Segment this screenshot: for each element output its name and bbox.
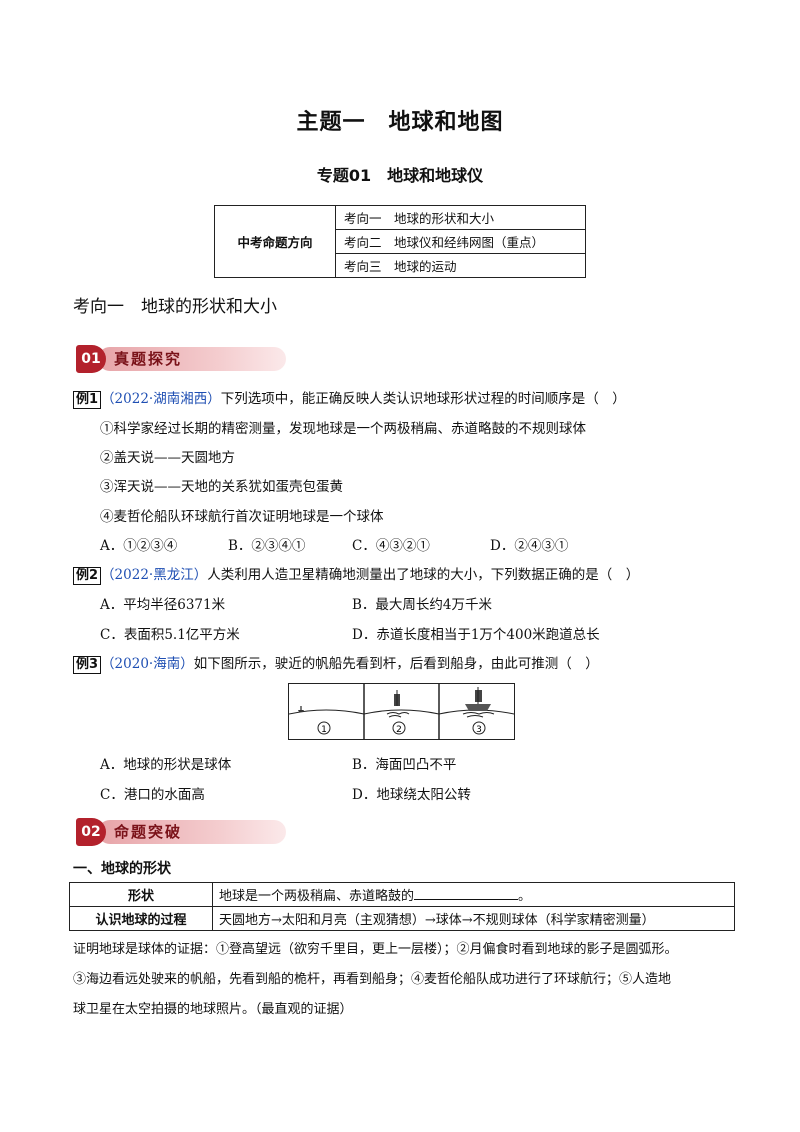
subsection-heading: 一、地球的形状: [73, 861, 171, 877]
option-a: A．地球的形状是球体: [100, 757, 232, 773]
fill-blank[interactable]: [414, 887, 519, 900]
badge-bar: [98, 820, 286, 844]
svg-text:1: 1: [321, 725, 327, 735]
option-b: B．②③④①: [228, 538, 306, 554]
example-source: （2022·湖南湘西）: [101, 391, 221, 407]
direction-row: 考向二 地球仪和经纬网图（重点）: [335, 229, 586, 254]
direction-row: 考向三 地球的运动: [335, 253, 586, 278]
table-key: 认识地球的过程: [69, 906, 213, 931]
example-tag: 例3: [73, 656, 102, 674]
ship-full-icon: [462, 687, 495, 718]
direction-table: 中考命题方向 考向一 地球的形状和大小 考向二 地球仪和经纬网图（重点） 考向三…: [214, 205, 586, 278]
section-badge-2: 02 命题突破: [76, 818, 288, 846]
option-a: A．①②③④: [100, 538, 178, 554]
option-c: C．港口的水面高: [100, 787, 205, 803]
ship-figure: 1 2 3: [288, 683, 515, 740]
statement-item: ①科学家经过长期的精密测量，发现地球是一个两极稍扁、赤道略鼓的不规则球体: [100, 421, 586, 437]
example-2-stem: 例2（2022·黑龙江）人类利用人造卫星精确地测量出了地球的大小，下列数据正确的…: [73, 563, 639, 585]
statement-item: ②盖天说——天圆地方: [100, 450, 235, 466]
example-tag: 例1: [73, 391, 102, 409]
table-value-end: 。: [518, 889, 532, 904]
direction-head: 中考命题方向: [214, 205, 336, 278]
evidence-line: 球卫星在太空拍摄的地球照片。（最直观的证据）: [73, 1002, 353, 1017]
table-row: 认识地球的过程 天圆地方→太阳和月亮（主观猜想）→球体→不规则球体（科学家精密测…: [69, 906, 735, 931]
direction-row: 考向一 地球的形状和大小: [335, 205, 586, 230]
table-row: 形状 地球是一个两极稍扁、赤道略鼓的 。: [69, 882, 735, 907]
example-source: （2020·海南）: [101, 656, 194, 672]
badge-text: 真题探究: [114, 350, 183, 368]
svg-text:3: 3: [476, 725, 482, 735]
section-badge-1: 01 真题探究: [76, 345, 288, 373]
figure-label-2: 2: [392, 721, 406, 735]
table-key: 形状: [69, 882, 213, 907]
table-value-text: 地球是一个两极稍扁、赤道略鼓的: [219, 889, 415, 904]
option-d: D．地球绕太阳公转: [352, 787, 471, 803]
page-title: 主题一 地球和地图: [296, 110, 504, 135]
example-question: 下列选项中，能正确反映人类认识地球形状过程的时间顺序是（ ）: [220, 391, 626, 407]
ship-figure-svg: 1 2 3: [288, 684, 515, 739]
badge-number: 02: [76, 818, 106, 846]
option-a: A．平均半径6371米: [100, 597, 226, 613]
table-value: 地球是一个两极稍扁、赤道略鼓的 。: [212, 882, 735, 907]
ship-sail-icon: [386, 690, 410, 718]
option-d: D．②④③①: [490, 538, 569, 554]
svg-text:2: 2: [396, 725, 402, 735]
ship-mast-icon: [298, 706, 304, 712]
example-question: 人类利用人造卫星精确地测量出了地球的大小，下列数据正确的是（ ）: [207, 567, 640, 583]
figure-label-3: 3: [472, 721, 486, 735]
shape-info-table: 形状 地球是一个两极稍扁、赤道略鼓的 。 认识地球的过程 天圆地方→太阳和月亮（主…: [69, 882, 735, 931]
statement-item: ④麦哲伦船队环球航行首次证明地球是一个球体: [100, 509, 384, 525]
example-source: （2022·黑龙江）: [101, 567, 208, 583]
example-tag: 例2: [73, 567, 102, 585]
example-1-stem: 例1（2022·湖南湘西）下列选项中，能正确反映人类认识地球形状过程的时间顺序是…: [73, 387, 626, 409]
option-d: D．赤道长度相当于1万个400米跑道总长: [352, 627, 600, 643]
evidence-line: 证明地球是球体的证据：①登高望远（欲穷千里目，更上一层楼）；②月偏食时看到地球的…: [73, 942, 678, 957]
figure-label-1: 1: [317, 721, 331, 735]
badge-text: 命题突破: [114, 823, 183, 841]
example-3-stem: 例3（2020·海南）如下图所示，驶近的帆船先看到杆，后看到船身，由此可推测（ …: [73, 652, 599, 674]
table-value: 天圆地方→太阳和月亮（主观猜想）→球体→不规则球体（科学家精密测量）: [212, 906, 735, 931]
option-b: B．最大周长约4万千米: [352, 597, 493, 613]
option-b: B．海面凹凸不平: [352, 757, 457, 773]
example-question: 如下图所示，驶近的帆船先看到杆，后看到船身，由此可推测（ ）: [193, 656, 599, 672]
option-c: C．④③②①: [352, 538, 430, 554]
badge-number: 01: [76, 345, 106, 373]
section-heading: 考向一 地球的形状和大小: [73, 297, 277, 317]
statement-item: ③浑天说——天地的关系犹如蛋壳包蛋黄: [100, 479, 343, 495]
evidence-line: ③海边看远处驶来的帆船，先看到船的桅杆，再看到船身；④麦哲伦船队成功进行了环球航…: [73, 972, 672, 987]
option-c: C．表面积5.1亿平方米: [100, 627, 240, 643]
badge-bar: [98, 347, 286, 371]
page-subtitle: 专题01 地球和地球仪: [316, 166, 484, 185]
